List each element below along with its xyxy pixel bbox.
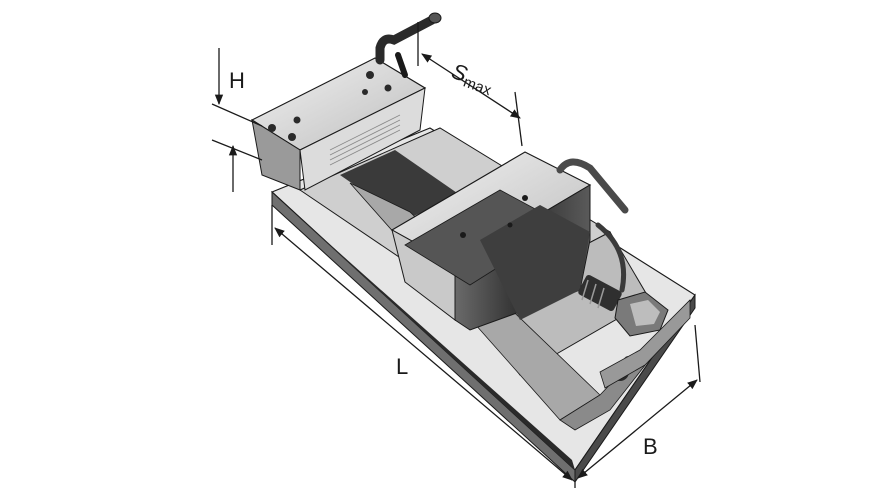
fixed-jaw (250, 57, 427, 191)
label-l: L (396, 354, 408, 379)
dimension-smax: Smax (417, 22, 523, 147)
dimension-l: L (271, 205, 576, 488)
clamp-lever (375, 12, 442, 78)
dimension-h: H (211, 48, 263, 192)
spindle-assembly (556, 158, 669, 337)
label-b: B (643, 434, 658, 459)
label-smax: Smax (447, 58, 497, 99)
label-h: H (229, 68, 245, 93)
dimension-b: B (577, 324, 701, 479)
